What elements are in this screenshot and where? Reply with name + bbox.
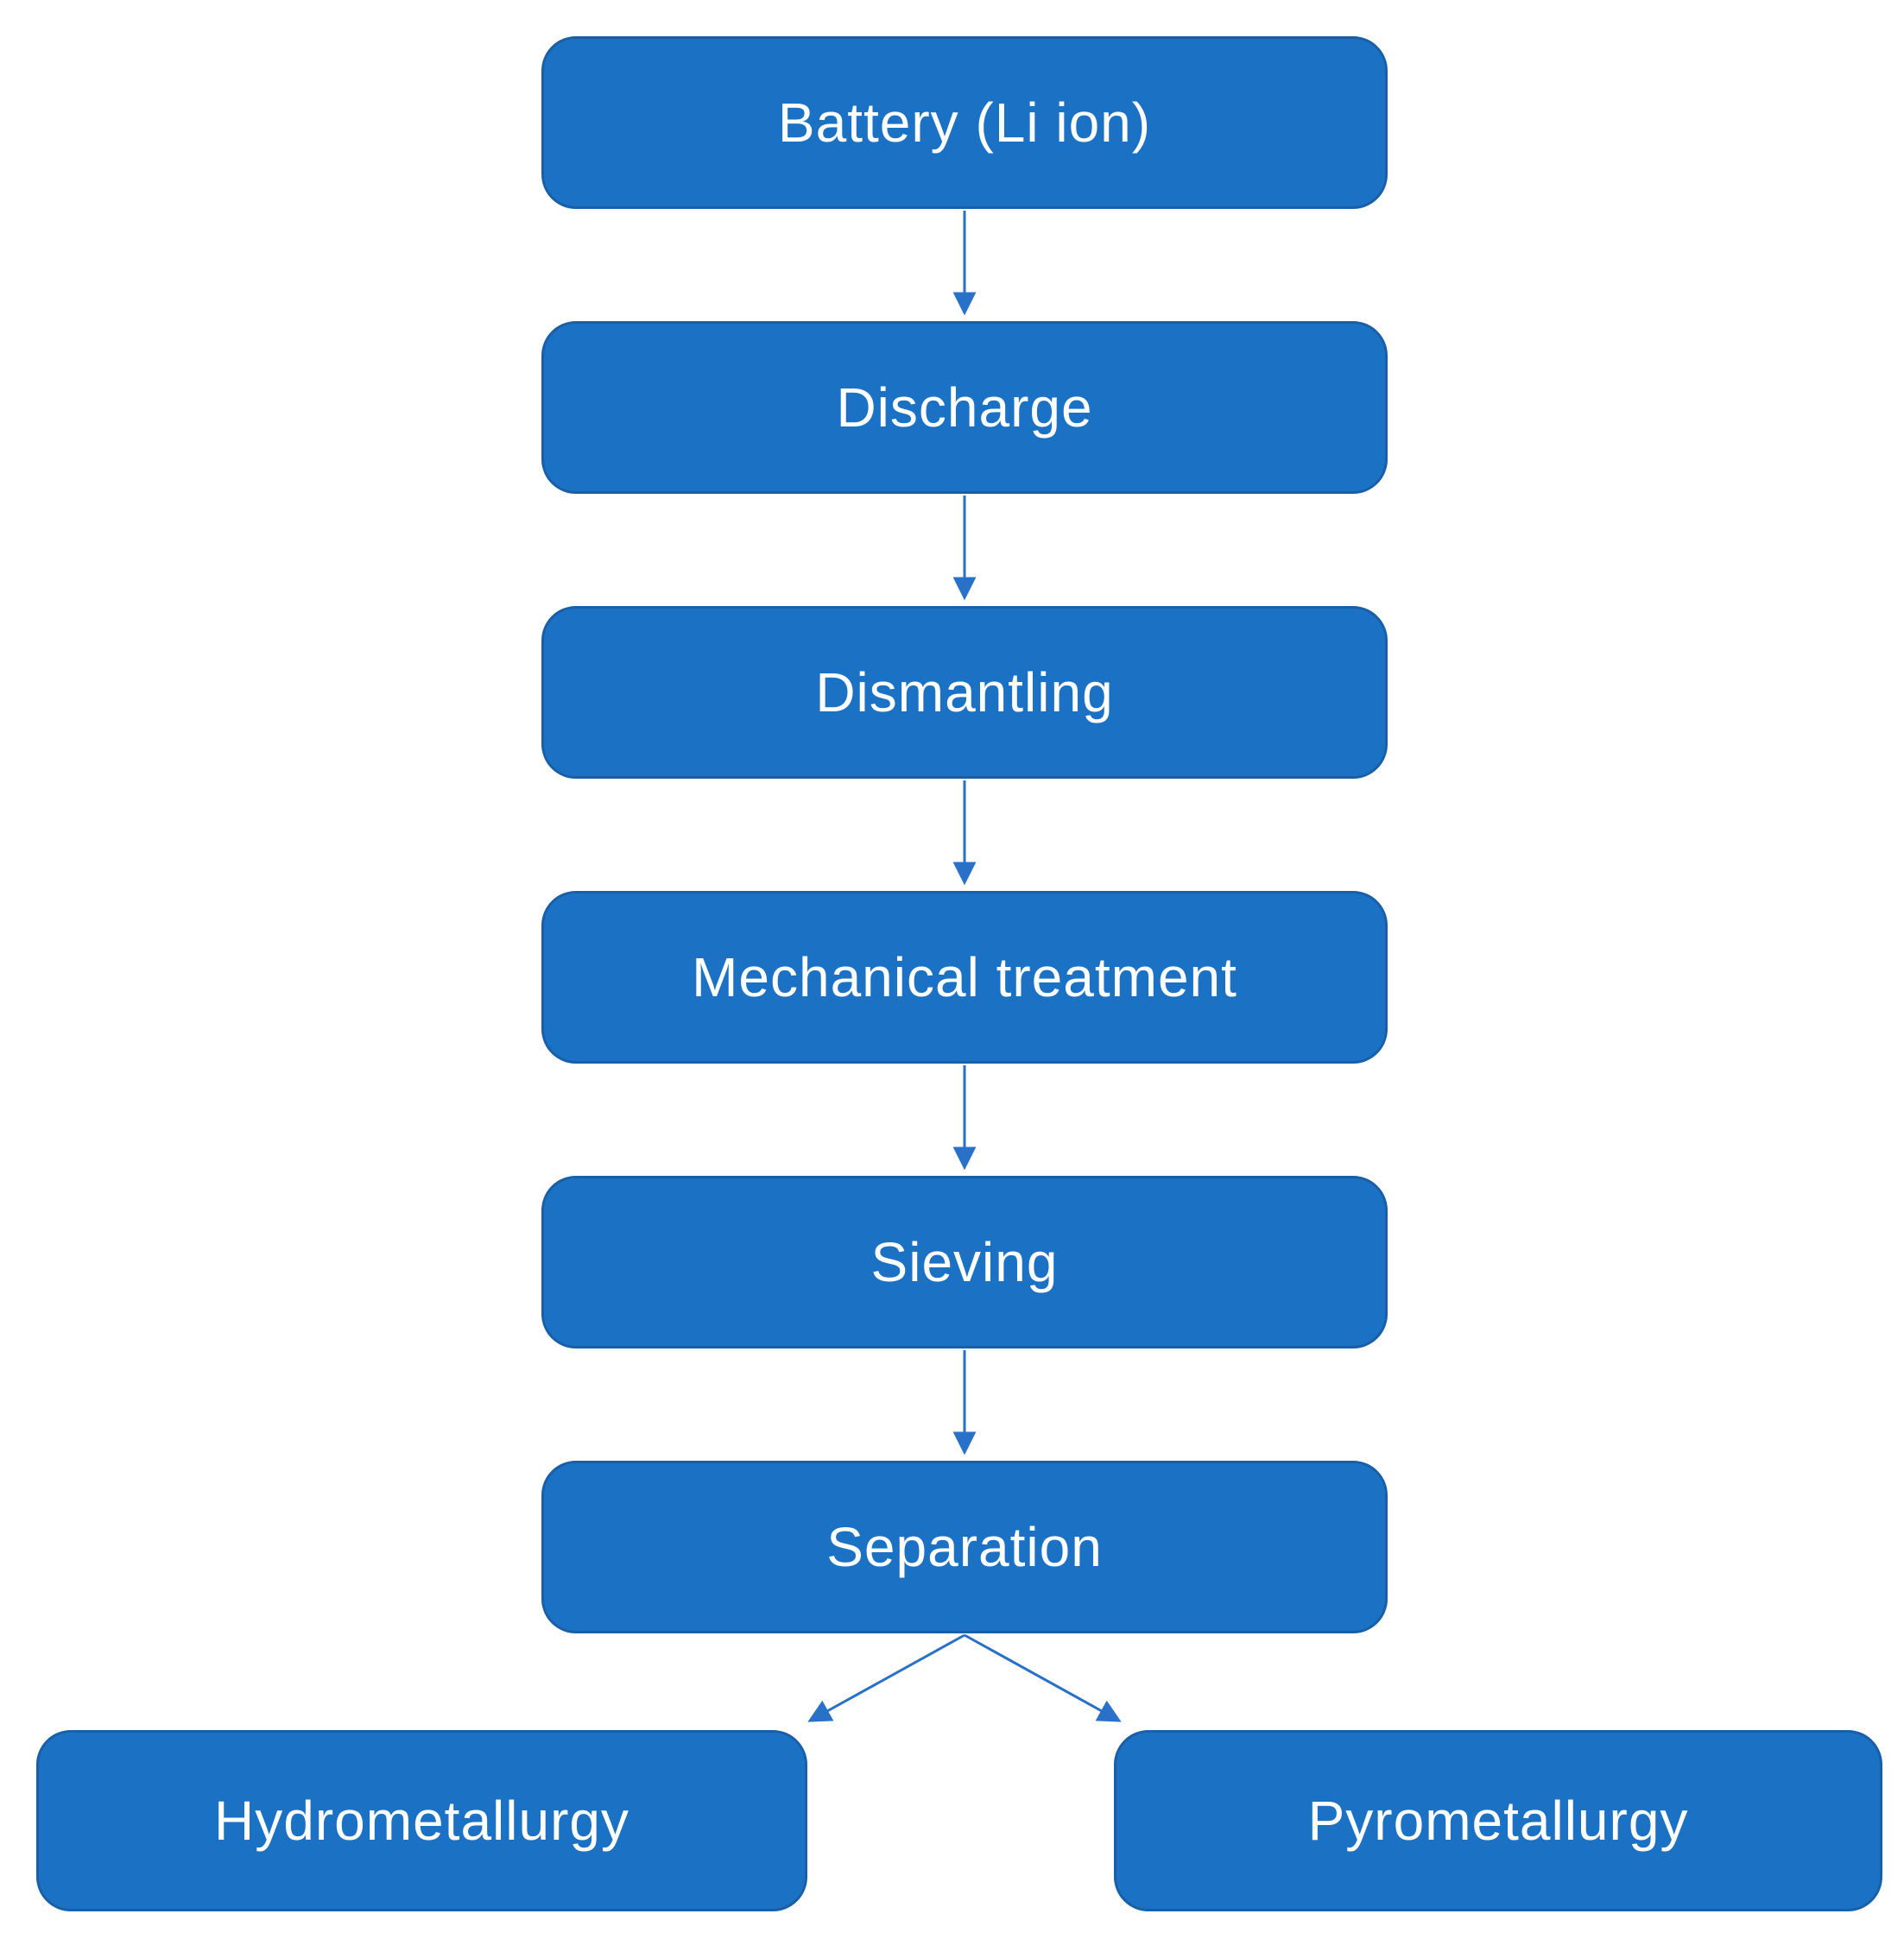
node-hydrometallurgy: Hydrometallurgy bbox=[36, 1730, 807, 1911]
node-battery-label: Battery (Li ion) bbox=[777, 92, 1152, 154]
node-pyrometallurgy: Pyrometallurgy bbox=[1114, 1730, 1882, 1911]
node-battery: Battery (Li ion) bbox=[541, 36, 1388, 209]
node-sieving-label: Sieving bbox=[870, 1231, 1059, 1293]
edge-separation-hydrometallurgy bbox=[807, 1633, 965, 1722]
node-mechanical-treatment-label: Mechanical treatment bbox=[692, 946, 1237, 1008]
node-discharge-label: Discharge bbox=[836, 376, 1093, 439]
node-hydrometallurgy-label: Hydrometallurgy bbox=[214, 1790, 629, 1852]
node-sieving: Sieving bbox=[541, 1176, 1388, 1348]
node-pyrometallurgy-label: Pyrometallurgy bbox=[1307, 1790, 1689, 1852]
node-mechanical-treatment: Mechanical treatment bbox=[541, 891, 1388, 1064]
node-dismantling: Dismantling bbox=[541, 606, 1388, 779]
node-discharge: Discharge bbox=[541, 321, 1388, 494]
node-separation: Separation bbox=[541, 1461, 1388, 1633]
node-separation-label: Separation bbox=[826, 1516, 1103, 1578]
node-dismantling-label: Dismantling bbox=[815, 661, 1114, 723]
edge-separation-pyrometallurgy bbox=[964, 1633, 1122, 1722]
